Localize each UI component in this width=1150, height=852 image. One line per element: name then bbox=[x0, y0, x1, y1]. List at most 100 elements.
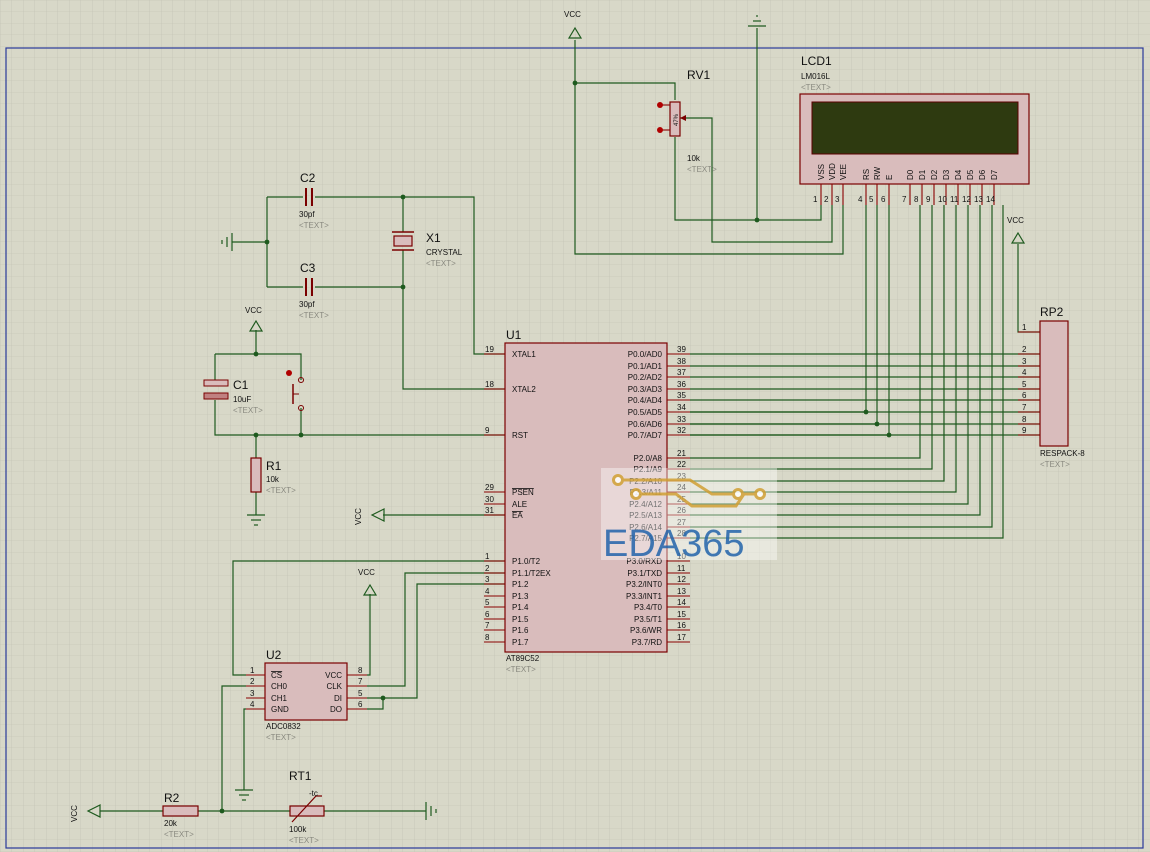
r2-value-label: 20k bbox=[164, 819, 178, 828]
lcd-pin-number: 2 bbox=[824, 195, 829, 204]
u1-pin-number: 4 bbox=[485, 587, 490, 596]
lcd-display-area bbox=[811, 101, 1019, 155]
c3-capacitor[interactable]: C3 30pf <TEXT> bbox=[299, 261, 329, 320]
rt1-ref-label: RT1 bbox=[289, 769, 312, 783]
rp2-pin-number: 4 bbox=[1022, 368, 1027, 377]
u1-pin-number: 12 bbox=[677, 575, 686, 584]
lcd-pin-name: VSS bbox=[817, 164, 826, 180]
u1-pin-number: 18 bbox=[485, 380, 494, 389]
lcd1-module[interactable]: LCD1 LM016L <TEXT> VSS1VDD2VEE3RS4RW5E6D… bbox=[799, 54, 1030, 205]
ground-adc bbox=[235, 789, 253, 801]
u2-pin-number: 1 bbox=[250, 666, 255, 675]
lcd-pin-number: 10 bbox=[938, 195, 947, 204]
rp2-pin-number: 7 bbox=[1022, 403, 1027, 412]
ground-crystal bbox=[221, 233, 233, 251]
u1-pin-number: 9 bbox=[485, 426, 490, 435]
u1-pin-name: P0.1/AD1 bbox=[628, 362, 663, 371]
rp2-pin-number: 9 bbox=[1022, 426, 1027, 435]
u2-pin-name: CS bbox=[271, 671, 282, 680]
u2-adc[interactable]: U2 ADC0832 <TEXT> 1CS2CH03CH14GND8VCC7CL… bbox=[246, 648, 367, 742]
u1-pin-number: 10 bbox=[677, 552, 686, 561]
u1-pin-name: P2.0/A8 bbox=[634, 454, 663, 463]
lcd-pin-number: 13 bbox=[974, 195, 983, 204]
u2-value-label: ADC0832 bbox=[266, 722, 301, 731]
x1-ref-label: X1 bbox=[426, 231, 441, 245]
r2-resistor[interactable]: R2 20k <TEXT> bbox=[162, 791, 199, 839]
u1-pin-name: P0.5/AD5 bbox=[628, 408, 663, 417]
u1-pin-name: P1.6 bbox=[512, 626, 529, 635]
c1-text-placeholder: <TEXT> bbox=[233, 406, 263, 415]
u1-pin-name: P3.4/T0 bbox=[634, 603, 663, 612]
u1-pin-name: P3.6/WR bbox=[630, 626, 662, 635]
svg-text:VCC: VCC bbox=[245, 306, 262, 315]
u1-pin-number: 6 bbox=[485, 610, 490, 619]
rv1-potentiometer[interactable]: 47% RV1 10k <TEXT> bbox=[657, 68, 717, 174]
rt1-tc-symbol: -tc bbox=[309, 789, 318, 798]
lcd-pin-number: 12 bbox=[962, 195, 971, 204]
u1-pin-name: EA bbox=[512, 511, 523, 520]
u1-pin-name: P1.4 bbox=[512, 603, 529, 612]
u2-pin-number: 4 bbox=[250, 700, 255, 709]
u1-pin-name: RST bbox=[512, 431, 528, 440]
c2-capacitor[interactable]: C2 30pf <TEXT> bbox=[299, 171, 329, 230]
u1-pin-number: 34 bbox=[677, 403, 686, 412]
u1-pin-number: 8 bbox=[485, 633, 490, 642]
u1-pin-number: 14 bbox=[677, 598, 686, 607]
u1-pin-name: P2.6/A14 bbox=[629, 523, 662, 532]
u1-pin-number: 22 bbox=[677, 460, 686, 469]
u1-pin-number: 5 bbox=[485, 598, 490, 607]
u1-pin-number: 15 bbox=[677, 610, 686, 619]
lcd-pin-name: VEE bbox=[839, 164, 848, 180]
watermark-text: EDA365 bbox=[603, 523, 745, 565]
lcd-pin-number: 7 bbox=[902, 195, 907, 204]
u2-pin-name: DO bbox=[330, 705, 342, 714]
rp2-value-label: RESPACK-8 bbox=[1040, 449, 1085, 458]
lcd-pin-number: 14 bbox=[986, 195, 995, 204]
lcd-pin-name: VDD bbox=[828, 163, 837, 180]
c3-value-label: 30pf bbox=[299, 300, 315, 309]
u2-pin-number: 3 bbox=[250, 689, 255, 698]
rt1-thermistor[interactable]: -tc RT1 100k <TEXT> bbox=[289, 769, 325, 845]
u1-pin-number: 32 bbox=[677, 426, 686, 435]
reset-button-switch[interactable] bbox=[286, 370, 304, 411]
u1-pin-name: P3.1/TXD bbox=[627, 569, 662, 578]
u1-pin-number: 1 bbox=[485, 552, 490, 561]
u2-pin-number: 2 bbox=[250, 677, 255, 686]
u1-pin-number: 11 bbox=[677, 564, 686, 573]
u2-pin-name: CLK bbox=[326, 682, 342, 691]
u1-pin-name: P1.7 bbox=[512, 638, 529, 647]
u1-pin-name: P3.0/RXD bbox=[626, 557, 662, 566]
rt1-text-placeholder: <TEXT> bbox=[289, 836, 319, 845]
lcd1-text-placeholder: <TEXT> bbox=[801, 83, 831, 92]
u1-pin-name: P2.7/A15 bbox=[629, 534, 662, 543]
u1-pin-number: 36 bbox=[677, 380, 686, 389]
lcd-pin-number: 4 bbox=[858, 195, 863, 204]
c1-value-label: 10uF bbox=[233, 395, 251, 404]
r2-ref-label: R2 bbox=[164, 791, 180, 805]
lcd-pin-name: E bbox=[885, 175, 894, 180]
rp2-ref-label: RP2 bbox=[1040, 305, 1064, 319]
u1-pin-number: 19 bbox=[485, 345, 494, 354]
u1-pin-number: 35 bbox=[677, 391, 686, 400]
u1-pin-name: P3.7/RD bbox=[632, 638, 662, 647]
vcc-adc: VCC bbox=[358, 568, 378, 596]
x1-text-placeholder: <TEXT> bbox=[426, 259, 456, 268]
c1-electrolytic-capacitor[interactable]: C1 10uF <TEXT> bbox=[203, 378, 263, 415]
x1-crystal[interactable]: X1 CRYSTAL <TEXT> bbox=[392, 231, 463, 268]
u1-pin-name: P0.6/AD6 bbox=[628, 420, 663, 429]
u2-pin-name: CH0 bbox=[271, 682, 288, 691]
rv1-ref-label: RV1 bbox=[687, 68, 710, 82]
u1-pin-name: P3.5/T1 bbox=[634, 615, 663, 624]
rp2-pin-number: 2 bbox=[1022, 345, 1027, 354]
vcc-bottom: VCC bbox=[70, 804, 101, 822]
svg-text:VCC: VCC bbox=[358, 568, 375, 577]
u1-microcontroller[interactable]: U1 AT89C52 <TEXT> 19XTAL118XTAL29RST29PS… bbox=[484, 328, 690, 674]
r1-resistor[interactable]: R1 10k <TEXT> bbox=[250, 457, 296, 495]
u2-text-placeholder: <TEXT> bbox=[266, 733, 296, 742]
u1-pin-name: P1.5 bbox=[512, 615, 529, 624]
svg-text:VCC: VCC bbox=[1007, 216, 1024, 225]
u2-pin-number: 8 bbox=[358, 666, 363, 675]
